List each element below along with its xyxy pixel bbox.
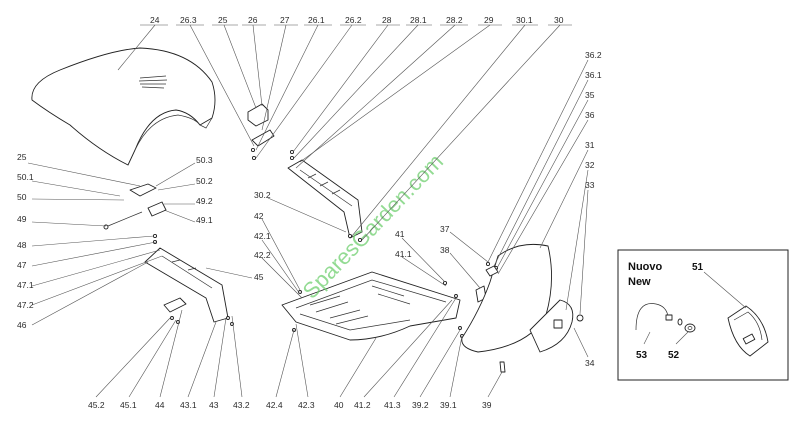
callout-28: 28 (382, 15, 392, 25)
callout-26-2: 26.2 (345, 15, 362, 25)
callout-50-3: 50.3 (196, 155, 213, 165)
callout-42-2: 42.2 (254, 250, 271, 260)
callout-33: 33 (585, 180, 595, 190)
callout-45-1: 45.1 (120, 400, 137, 410)
callout-27: 27 (280, 15, 290, 25)
bracket-part-26 (247, 103, 275, 161)
new-parts-box: Nuovo New 51 52 53 (617, 249, 789, 381)
callout-41-2: 41.2 (354, 400, 371, 410)
lamp-housing-part-51 (727, 305, 769, 357)
callout-47-2: 47.2 (17, 300, 34, 310)
callout-25-left: 25 (17, 152, 27, 162)
callout-42-1: 42.1 (254, 231, 271, 241)
callout-43: 43 (209, 400, 219, 410)
footboard-part-40 (281, 271, 461, 341)
callout-48: 48 (17, 240, 27, 250)
callout-35: 35 (585, 90, 595, 100)
callout-50-2: 50.2 (196, 176, 213, 186)
callout-47: 47 (17, 260, 27, 270)
callout-45-2: 45.2 (88, 400, 105, 410)
new-parts-title-en: New (628, 276, 651, 288)
new-part-label-51: 51 (692, 262, 704, 273)
new-parts-title-it: Nuovo (628, 261, 663, 273)
callout-47-1: 47.1 (17, 280, 34, 290)
callout-43-1: 43.1 (180, 400, 197, 410)
callout-26: 26 (248, 15, 258, 25)
callout-29: 29 (484, 15, 494, 25)
plate-part-44 (163, 297, 234, 326)
callout-42-4: 42.4 (266, 400, 283, 410)
callout-39-1: 39.1 (440, 400, 457, 410)
leader-lines (27, 24, 589, 398)
callout-46: 46 (17, 320, 27, 330)
callout-50-1: 50.1 (17, 172, 34, 182)
callout-32: 32 (585, 160, 595, 170)
callout-25-top: 25 (218, 15, 228, 25)
callout-37: 37 (440, 224, 450, 234)
callout-24: 24 (150, 15, 160, 25)
callout-36-2: 36.2 (585, 50, 602, 60)
callout-34: 34 (585, 358, 595, 368)
callout-49-1: 49.1 (196, 215, 213, 225)
callout-41: 41 (395, 229, 405, 239)
callout-28-1: 28.1 (410, 15, 427, 25)
callout-26-3: 26.3 (180, 15, 197, 25)
callout-41-1: 41.1 (395, 249, 412, 259)
cable-part-53 (635, 303, 673, 331)
callout-42-3: 42.3 (298, 400, 315, 410)
callout-31: 31 (585, 140, 595, 150)
callout-41-3: 41.3 (384, 400, 401, 410)
new-part-label-53: 53 (636, 350, 648, 361)
callout-40: 40 (334, 400, 344, 410)
callout-30-1: 30.1 (516, 15, 533, 25)
callout-39: 39 (482, 400, 492, 410)
callout-43-2: 43.2 (233, 400, 250, 410)
callout-38: 38 (440, 245, 450, 255)
callout-49-2: 49.2 (196, 196, 213, 206)
callout-42: 42 (254, 211, 264, 221)
support-rail-part-29 (287, 149, 363, 243)
seat-panel-part-31 (461, 243, 584, 353)
callout-28-2: 28.2 (446, 15, 463, 25)
callout-30-2: 30.2 (254, 190, 271, 200)
callout-50: 50 (17, 192, 27, 202)
callout-36-1: 36.1 (585, 70, 602, 80)
grommet-part-52 (677, 318, 696, 333)
callout-30: 30 (554, 15, 564, 25)
hood-part-24 (31, 47, 216, 166)
callout-26-1: 26.1 (308, 15, 325, 25)
callout-44: 44 (155, 400, 165, 410)
callout-49: 49 (17, 214, 27, 224)
callout-45: 45 (254, 272, 264, 282)
callout-39-2: 39.2 (412, 400, 429, 410)
callout-36: 36 (585, 110, 595, 120)
new-part-label-52: 52 (668, 350, 680, 361)
